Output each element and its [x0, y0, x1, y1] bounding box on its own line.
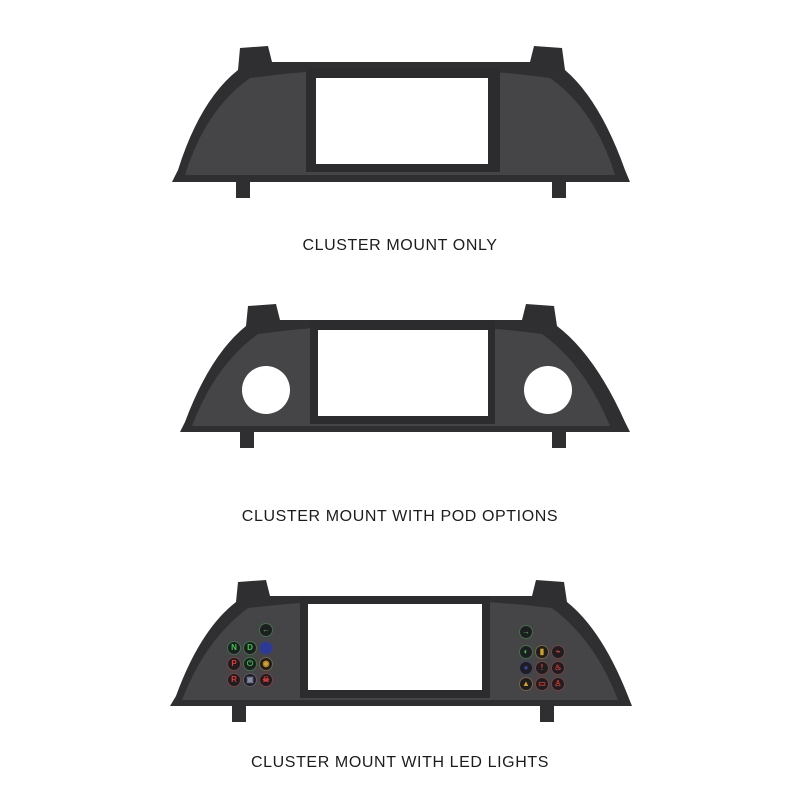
caption-cluster-mount-led-lights: CLUSTER MOUNT WITH LED LIGHTS [250, 754, 550, 771]
temperature-icon: ♨ [552, 662, 564, 674]
fuel-icon: ▮ [536, 646, 548, 658]
oil-pressure-icon: ⌁ [552, 646, 564, 658]
battery-icon: ▭ [536, 678, 548, 690]
turn-signal-left-icon: ← [260, 624, 272, 636]
door-icon: ▣ [244, 674, 256, 686]
caption-cluster-mount-pod-options: CLUSTER MOUNT WITH POD OPTIONS [241, 508, 559, 525]
cluster-mount-pod-options-image [0, 300, 800, 450]
park-indicator-icon: P [228, 658, 240, 670]
seatbelt-icon: ♙ [552, 678, 564, 690]
neutral-indicator-icon: N [228, 642, 240, 654]
high-beam-icon [260, 642, 272, 654]
headlight-icon: ◐ [520, 646, 532, 658]
cluster-mount-only-image [0, 40, 800, 210]
reverse-indicator-icon: R [228, 674, 240, 686]
warning-icon: ☠ [260, 674, 272, 686]
high-beam-icon: ● [520, 662, 532, 674]
parking-brake-icon: ◉ [260, 658, 272, 670]
check-engine-icon: ▲ [520, 678, 532, 690]
power-icon: ⏻ [244, 658, 256, 670]
turn-signal-right-icon: → [520, 626, 532, 638]
caption-cluster-mount-only: CLUSTER MOUNT ONLY [302, 237, 498, 254]
brake-warning-icon: ! [536, 662, 548, 674]
drive-indicator-icon: D [244, 642, 256, 654]
